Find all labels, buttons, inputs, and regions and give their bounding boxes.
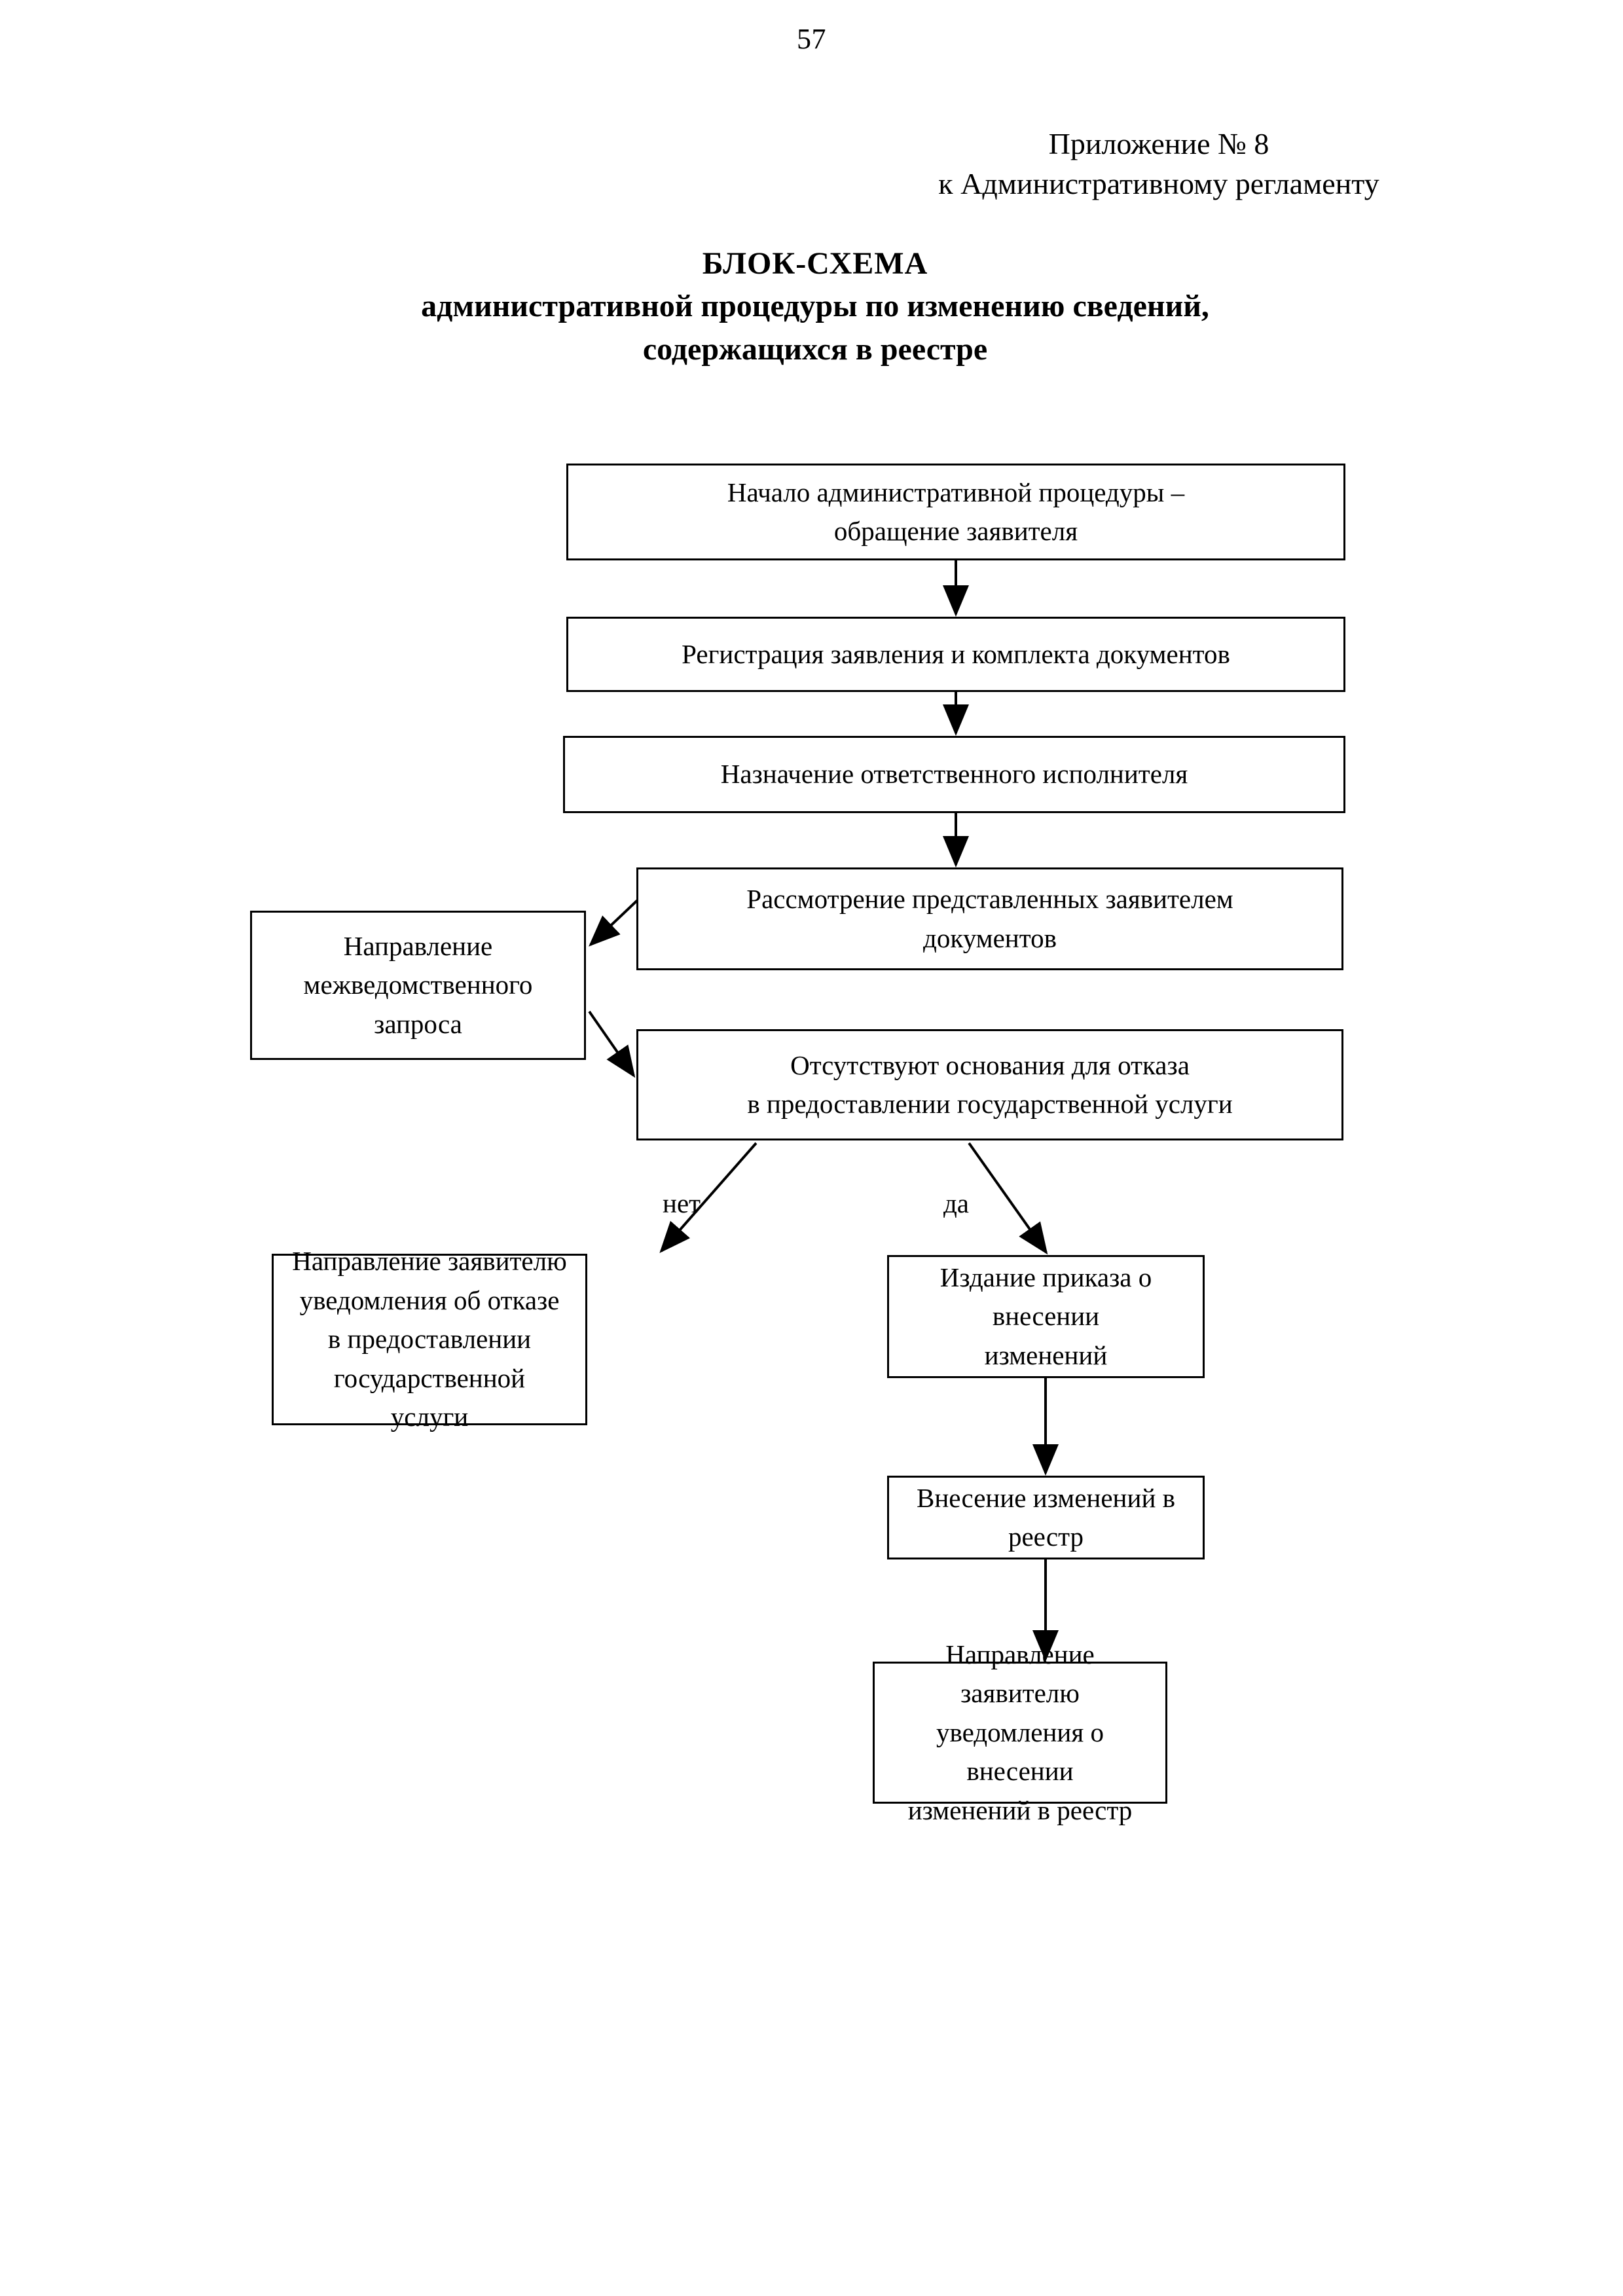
flow-node-start-label: Начало административной процедуры –обращ… [727, 477, 1185, 546]
flow-node-registry-update-label: Внесение изменений в реестр [916, 1482, 1175, 1552]
flow-node-registration[interactable]: Регистрация заявления и комплекта докуме… [566, 617, 1345, 692]
flow-node-registration-label: Регистрация заявления и комплекта докуме… [682, 638, 1230, 669]
appendix-regulation: к Административному регламенту [938, 166, 1379, 200]
edge-label-yes: да [943, 1188, 969, 1218]
page-title: БЛОК-СХЕМА административной процедуры по… [216, 242, 1414, 371]
appendix-number: Приложение № 8 [1048, 127, 1269, 160]
title-sub-line-2: содержащихся в реестре [642, 331, 988, 367]
edge-label-no: нет [663, 1188, 701, 1218]
title-sub-line-1: административной процедуры по изменению … [421, 289, 1209, 324]
page-number: 57 [797, 23, 826, 55]
flow-node-assignment[interactable]: Назначение ответственного исполнителя [563, 736, 1345, 813]
flow-node-assignment-label: Назначение ответственного исполнителя [720, 759, 1188, 790]
title-main: БЛОК-СХЕМА [702, 246, 928, 281]
flow-node-registry-update[interactable]: Внесение изменений в реестр [887, 1476, 1205, 1559]
flow-node-start[interactable]: Начало административной процедуры –обращ… [566, 464, 1345, 560]
appendix-reference: Приложение № 8 к Административному регла… [812, 124, 1506, 204]
